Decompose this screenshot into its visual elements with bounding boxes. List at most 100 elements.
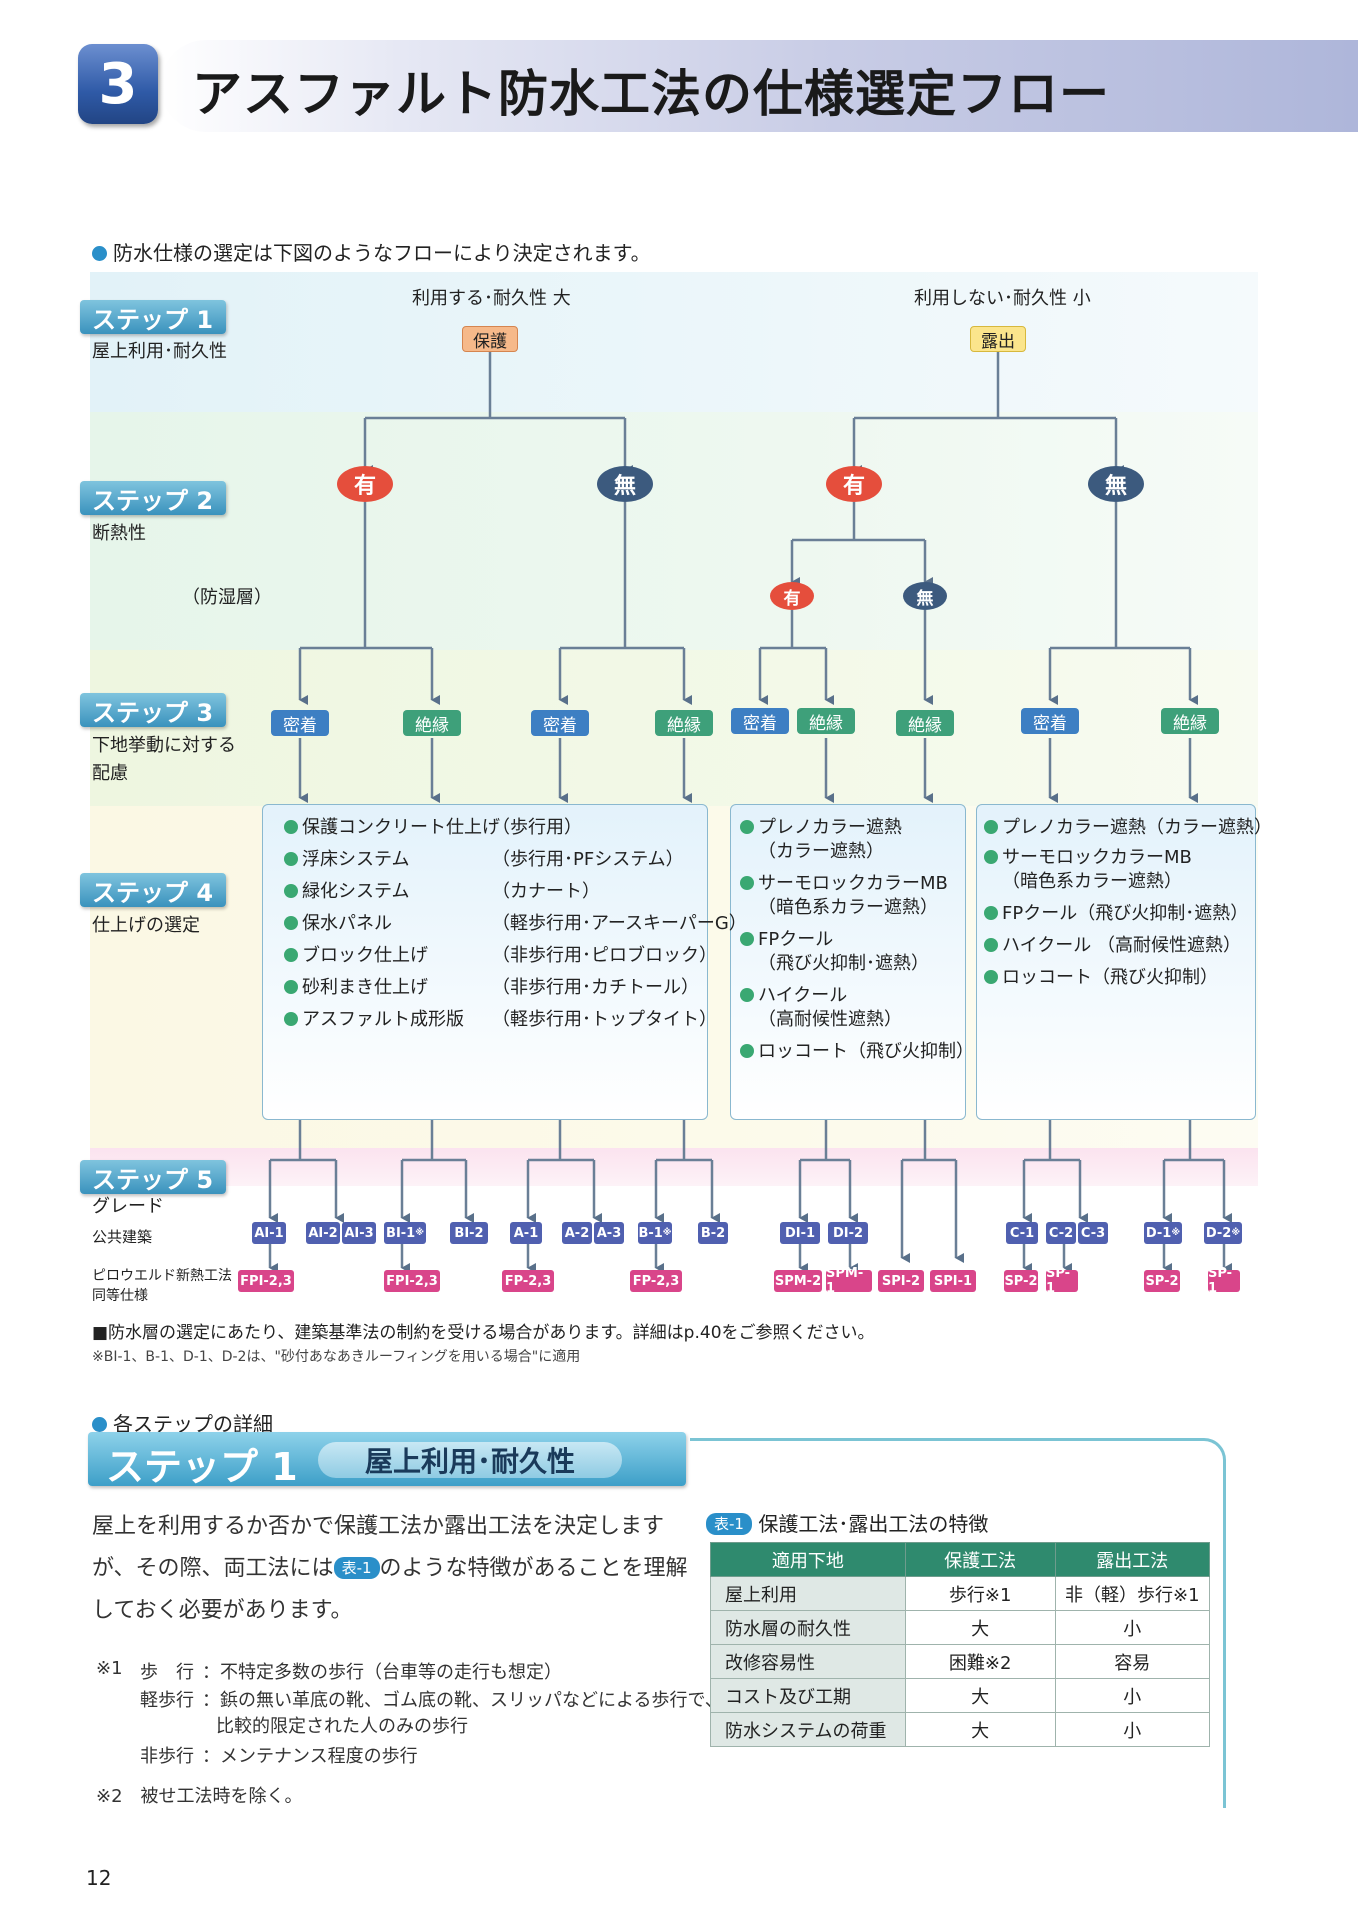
bullet-dot-icon [284, 980, 298, 994]
bullet-dot-icon [740, 932, 754, 946]
list-item: 保護コンクリート仕上げ（歩行用） [284, 816, 747, 848]
method-adhere: 密着 [271, 710, 329, 736]
grade-pirow-badge: SPM-1 [826, 1266, 872, 1296]
details-frame [690, 1438, 1226, 1808]
insulation-no-circle-exposed: 無 [1088, 466, 1144, 502]
band-step1 [90, 272, 1258, 412]
grade-public-badge: BI-1※ [384, 1222, 426, 1244]
method-adhere: 密着 [1021, 708, 1079, 734]
grade-public-badge: C-1 [1006, 1222, 1038, 1244]
insulation-no-circle: 無 [597, 466, 653, 502]
grade-public-badge: AI-3 [342, 1222, 376, 1244]
list-item: プレノカラー遮熱（カラー遮熱） [984, 816, 1272, 840]
finish-list-exposed-insulated: プレノカラー遮熱 （カラー遮熱） サーモロックカラーMB （暗色系カラー遮熱） … [740, 816, 974, 1064]
list-item: FPクール（飛び火抑制･遮熱） [984, 902, 1254, 926]
table1: 適用下地 保護工法 露出工法 屋上利用 歩行※1 非（軽）歩行※1 防水層の耐久… [710, 1542, 1211, 1747]
step4-label: 仕上げの選定 [92, 915, 200, 936]
footnote1-term-light: 軽歩行 [140, 1690, 194, 1711]
footnote2: ※2 被せ工法時を除く。 [96, 1786, 303, 1807]
grade-public-badge: A-1 [510, 1222, 542, 1244]
table-row: 改修容易性 困難※2 容易 [710, 1644, 1211, 1679]
method-insulate: 絶縁 [797, 708, 855, 734]
insulation-yes-circle: 有 [337, 466, 393, 502]
footnote1-mark: ※1 [96, 1658, 123, 1679]
bullet-dot-icon [984, 970, 998, 984]
grade-pirow-badge: FPI-2,3 [238, 1270, 294, 1292]
step1-description: 屋上を利用するか否かで保護工法か露出工法を決定します が、その際、両工法には表-… [92, 1514, 688, 1623]
list-item: ハイクール [740, 984, 964, 1008]
bullet-dot-icon [984, 938, 998, 952]
footnote1-text-walk: ：不特定多数の歩行（台車等の走行も想定） [202, 1662, 562, 1683]
grade-pirow-badge: FP-2,3 [630, 1270, 682, 1292]
bullet-dot-icon [92, 1417, 107, 1432]
list-item: サーモロックカラーMB [984, 846, 1254, 870]
grade-pirow-badge: FPI-2,3 [384, 1270, 440, 1292]
list-item: 砂利まき仕上げ（非歩行用･カチトール） [284, 976, 747, 1008]
list-item: ブロック仕上げ（非歩行用･ピロブロック） [284, 944, 747, 976]
section-number-badge: 3 [78, 44, 158, 124]
step3-badge: ステップ 3 [80, 693, 226, 727]
grade-public-badge: D-2※ [1204, 1222, 1242, 1244]
list-item: FPクール [740, 928, 964, 952]
exposed-method-tag: 露出 [970, 326, 1026, 352]
grade-public-badge: B-1※ [638, 1222, 672, 1244]
grade-public-badge: DI-1 [780, 1222, 820, 1244]
flow-connectors [268, 352, 1232, 1273]
page-title: アスファルト防水工法の仕様選定フロー [192, 65, 1110, 123]
method-adhere: 密着 [531, 710, 589, 736]
moisture-layer-yes-circle: 有 [770, 582, 814, 610]
grade-pirow-badge: SP-1 [1046, 1266, 1078, 1296]
bullet-dot-icon [740, 820, 754, 834]
grade-row2-label: ピロウエルド新熱工法 同等仕様 [92, 1268, 232, 1304]
bullet-dot-icon [984, 906, 998, 920]
bullet-dot-icon [284, 884, 298, 898]
grade-public-badge: A-2 [562, 1222, 592, 1244]
method-insulate: 絶縁 [403, 710, 461, 736]
list-item: アスファルト成形版（軽歩行用･トップタイト） [284, 1008, 747, 1040]
step4-badge: ステップ 4 [80, 873, 226, 907]
grade-public-badge: AI-2 [306, 1222, 340, 1244]
step1-right-label: 利用しない･耐久性 小 [914, 288, 1091, 309]
protect-method-tag: 保護 [462, 326, 518, 352]
bullet-dot-icon [284, 948, 298, 962]
footnote1-text-light2: 比較的限定された人のみの歩行 [216, 1716, 468, 1737]
finish-box-exposed-plain [976, 804, 1256, 1120]
grade-public-badge: D-1※ [1144, 1222, 1182, 1244]
moisture-layer-label: （防湿層） [182, 587, 272, 608]
list-item: ロッコート（飛び火抑制） [984, 966, 1254, 990]
grade-pirow-badge: SP-2 [1144, 1270, 1180, 1292]
step3-label: 下地挙動に対する配慮 [92, 735, 236, 784]
grade-pirow-badge: FP-2,3 [502, 1270, 554, 1292]
list-item: サーモロックカラーMB [740, 872, 964, 896]
step1-detail-title: 屋上利用･耐久性 [318, 1442, 622, 1478]
header-band [160, 40, 1358, 132]
method-insulate: 絶縁 [896, 710, 954, 736]
step5-badge: ステップ 5 [80, 1160, 226, 1194]
table-header-row: 適用下地 保護工法 露出工法 [710, 1542, 1211, 1577]
grade-public-badge: A-3 [594, 1222, 624, 1244]
grade-pirow-badge: SPM-2 [774, 1270, 822, 1292]
step1-detail-number: ステップ 1 [106, 1445, 298, 1489]
finish-box-exposed-insulated [730, 804, 966, 1120]
grade-public-badge: B-2 [698, 1222, 728, 1244]
band-step5-top [90, 1148, 1258, 1186]
method-insulate: 絶縁 [655, 710, 713, 736]
method-adhere: 密着 [731, 708, 789, 734]
bullet-dot-icon [284, 820, 298, 834]
moisture-layer-no-circle: 無 [903, 582, 947, 610]
list-item: ロッコート（飛び火抑制） [740, 1040, 974, 1064]
list-item: ハイクール （高耐候性遮熱） [984, 934, 1254, 958]
footnote1-text-light: ：鋲の無い革底の靴、ゴム底の靴、スリッパなどによる歩行で、 [202, 1690, 723, 1711]
footnote1-term-none: 非歩行 [140, 1746, 194, 1767]
step1-badge: ステップ 1 [80, 300, 226, 334]
insulation-yes-circle-exposed: 有 [826, 466, 882, 502]
grade-row1-label: 公共建築 [92, 1228, 153, 1246]
grade-public-badge: C-3 [1078, 1222, 1108, 1244]
page-number: 12 [86, 1866, 112, 1890]
grade-public-badge: AI-1 [252, 1222, 286, 1244]
bullet-dot-icon [284, 1012, 298, 1026]
step1-label: 屋上利用･耐久性 [92, 341, 227, 362]
step2-label: 断熱性 [92, 523, 146, 544]
bullet-dot-icon [284, 916, 298, 930]
grade-pirow-badge: SPI-1 [930, 1270, 976, 1292]
